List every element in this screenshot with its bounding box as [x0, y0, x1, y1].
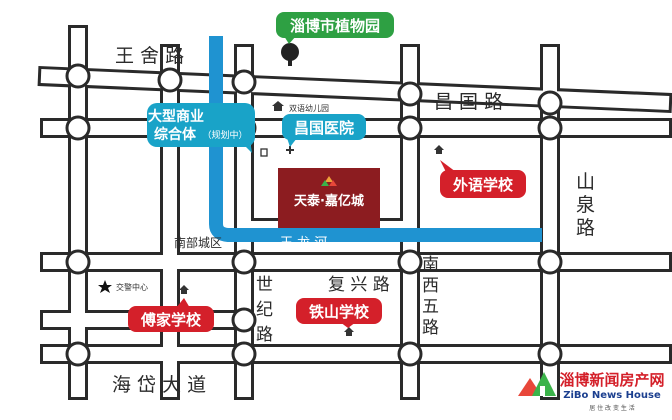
road-label-nanxiwu-3: 五 — [422, 297, 439, 317]
roundabouts — [65, 63, 563, 367]
school-icon-foreign — [434, 145, 444, 154]
watermark-brand: 淄博新闻房产网 — [559, 371, 664, 389]
kindergarten-label: 双语幼儿园 — [289, 103, 329, 113]
callout-commercial-complex — [147, 103, 255, 153]
callout-botanical-garden — [276, 12, 394, 44]
commercial-complex-note: （规划中） — [202, 129, 247, 141]
school-icon-tieshan — [344, 327, 354, 336]
callout-foreign-lang-school — [440, 160, 526, 198]
foreign-lang-school-label: 外语学校 — [452, 176, 514, 194]
road-label-changguo: 昌 国 路 — [434, 91, 503, 113]
callout-hospital — [282, 114, 366, 147]
botanical-garden-label: 淄博市植物园 — [290, 17, 380, 35]
watermark-logo-icon — [518, 372, 556, 396]
road-label-nanxiwu-4: 路 — [422, 318, 439, 338]
road-label-shanquan-1: 山 — [576, 171, 595, 193]
tieshan-school-label: 铁山学校 — [309, 303, 370, 321]
project-name: 天泰·嘉亿城 — [294, 193, 364, 209]
road-label-nanxiwu-1: 南 — [422, 255, 439, 275]
road-label-wangshe: 王 舍 路 — [115, 45, 184, 67]
road-label-haidai: 海 岱 大 道 — [112, 374, 206, 396]
callout-tieshan-school — [296, 298, 382, 328]
police-center-label: 交警中心 — [116, 282, 148, 292]
watermark-english: ZiBo News House — [563, 390, 661, 401]
river-yulong — [209, 36, 542, 242]
kindergarten-icon — [272, 101, 284, 111]
commercial-complex-line2: 综合体 — [154, 126, 197, 143]
road-label-fuxing: 复 兴 路 — [328, 275, 390, 295]
road-label-nanxiwu-2: 西 — [422, 276, 439, 296]
road-label-shiji-1: 世 — [256, 275, 273, 295]
road-label-shanquan-3: 路 — [576, 217, 595, 239]
project-logo-icon — [321, 176, 337, 186]
tree-icon — [281, 43, 299, 66]
shop-icon — [260, 148, 268, 157]
hospital-label: 昌国医院 — [294, 119, 354, 137]
district-label-nanbu: 南部城区 — [174, 235, 222, 250]
watermark-slogan: 居 住 改 变 生 活 — [589, 404, 635, 412]
road-label-shiji-3: 路 — [256, 325, 273, 345]
callout-fujia-school — [128, 298, 214, 332]
road-label-shiji-2: 纪 — [256, 300, 273, 320]
road-label-shanquan-2: 泉 — [576, 194, 595, 216]
school-icon-fujia — [179, 285, 189, 294]
hospital-cross-icon — [286, 146, 294, 154]
police-star-icon — [98, 280, 112, 293]
river-label: 玉 龙 河 — [280, 236, 327, 251]
commercial-complex-line1: 大型商业 — [148, 108, 204, 125]
fujia-school-label: 傅家学校 — [140, 311, 202, 329]
